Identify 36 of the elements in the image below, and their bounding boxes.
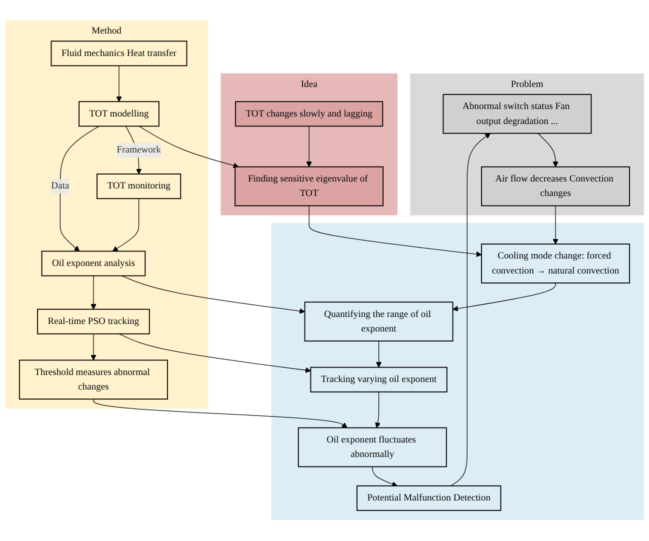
node-box: Real-time PSO tracking <box>37 309 150 335</box>
arrow <box>93 399 348 428</box>
node-box: Threshold measures abnormal changes <box>19 360 168 400</box>
arrow <box>375 392 381 428</box>
arrow <box>450 134 491 487</box>
node-box: Abnormal switch status Fan output degradation ... <box>442 94 592 134</box>
node-box: Cooling mode change: forced convection → natural convection <box>481 244 630 284</box>
arrow <box>112 198 140 252</box>
arrow <box>452 283 556 312</box>
edge-label: Framework <box>116 145 161 156</box>
arrow <box>552 206 558 245</box>
edge-label: Data <box>51 181 70 192</box>
arrow <box>537 133 558 168</box>
arrow <box>122 276 306 314</box>
arrow <box>372 466 398 488</box>
node-box: Air flow decreases Convection changes <box>481 166 630 207</box>
node-box: Oil exponent fluctuates abnormally <box>298 428 447 468</box>
arrow <box>60 126 100 252</box>
node-box: Fluid mechanics Heat transfer <box>50 41 188 67</box>
arrow <box>308 206 482 258</box>
arrow <box>306 126 312 168</box>
arrow <box>118 334 311 374</box>
arrow <box>376 341 382 368</box>
node-box: TOT modelling <box>78 102 160 128</box>
node-box: Finding sensitive eigenvalue of TOT <box>234 166 384 207</box>
node-box: Quantifying the range of oil exponent <box>304 302 454 342</box>
arrow <box>90 334 96 361</box>
node-box: Potential Malfunction Detection <box>356 486 502 512</box>
arrow <box>138 126 239 169</box>
arrow <box>116 66 122 102</box>
node-box: TOT monitoring <box>96 174 182 200</box>
node-box: Oil exponent analysis <box>41 251 146 277</box>
node-box: TOT changes slowly and lagging <box>235 102 384 128</box>
node-box: Tracking varying oil exponent <box>310 367 448 393</box>
arrow <box>90 276 96 310</box>
cluster <box>271 223 644 520</box>
